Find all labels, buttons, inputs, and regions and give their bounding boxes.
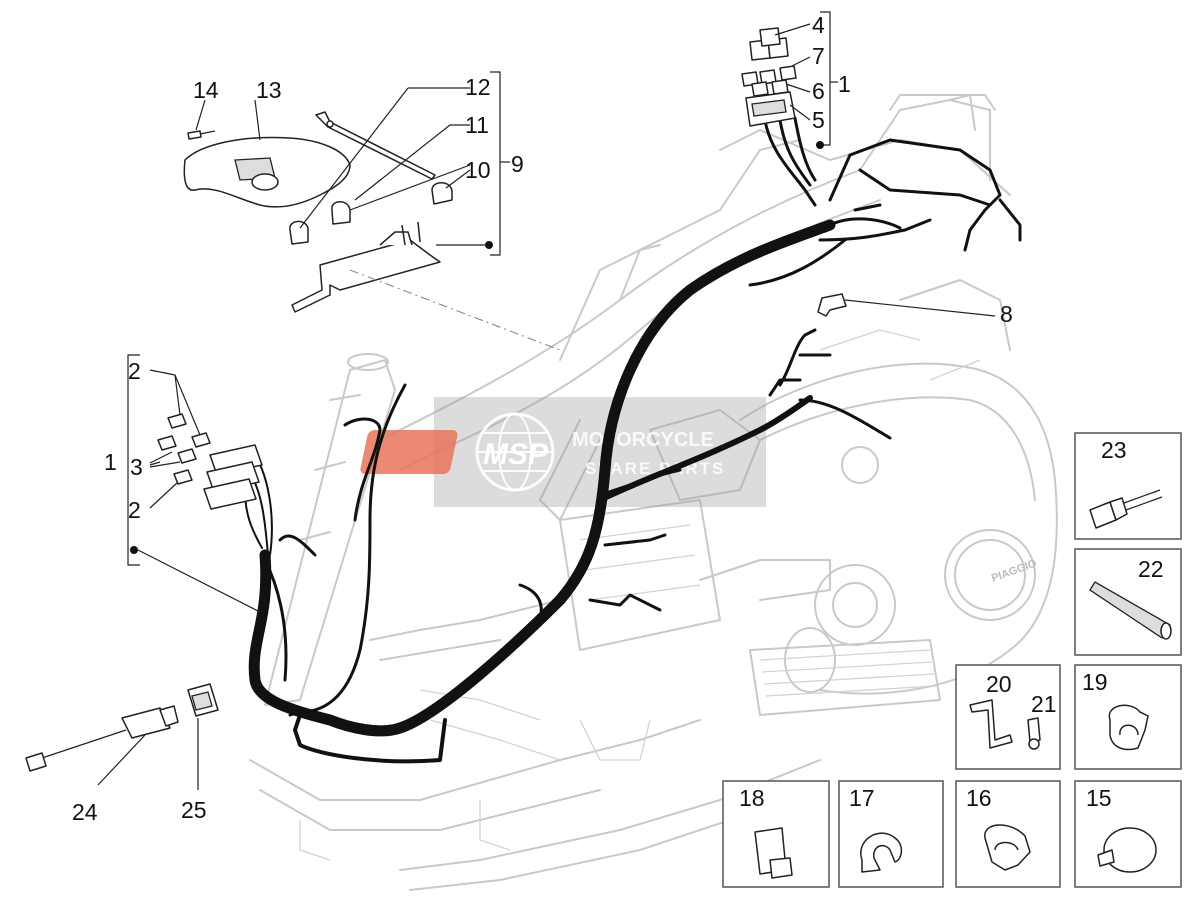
callout-18: 18 — [739, 785, 765, 811]
callout-9: 9 — [511, 151, 524, 177]
callout-21: 21 — [1031, 691, 1057, 717]
callout-4: 4 — [812, 12, 825, 38]
watermark-line1: MOTORCYCLE — [572, 429, 714, 451]
watermark-logo-text: MSP — [483, 438, 549, 471]
callout-1-left: 1 — [104, 449, 117, 475]
callout-1-top: 1 — [838, 71, 851, 97]
callout-10: 10 — [465, 157, 491, 183]
handlebar-cover-assembly — [183, 71, 561, 351]
sensor-parts — [25, 683, 219, 790]
callout-13: 13 — [256, 77, 282, 103]
callout-16: 16 — [966, 785, 992, 811]
callout-22: 22 — [1138, 556, 1164, 582]
callout-5: 5 — [812, 107, 825, 133]
engine-brand-label: PIAGGIO — [990, 557, 1039, 585]
callout-labels: 14 13 12 11 10 9 4 7 6 5 1 8 2 1 3 2 24 … — [72, 12, 1164, 825]
callout-6: 6 — [812, 78, 825, 104]
callout-19: 19 — [1082, 669, 1108, 695]
callout-14: 14 — [193, 77, 219, 103]
callout-23: 23 — [1101, 437, 1127, 463]
callout-8: 8 — [1000, 301, 1013, 327]
callout-2-bottom: 2 — [128, 497, 141, 523]
callout-11: 11 — [465, 112, 489, 138]
callout-20: 20 — [986, 671, 1012, 697]
callout-7: 7 — [812, 43, 825, 69]
callout-12: 12 — [465, 74, 491, 100]
callout-24: 24 — [72, 799, 98, 825]
fuse-box-group — [741, 11, 996, 317]
callout-3: 3 — [130, 454, 143, 480]
left-connector-group — [127, 354, 263, 613]
callout-2-top: 2 — [128, 358, 141, 384]
boxed-parts — [722, 432, 1182, 888]
main-wiring-harness — [244, 116, 1022, 764]
callout-25: 25 — [181, 797, 207, 823]
callout-17: 17 — [849, 785, 875, 811]
callout-15: 15 — [1086, 785, 1112, 811]
